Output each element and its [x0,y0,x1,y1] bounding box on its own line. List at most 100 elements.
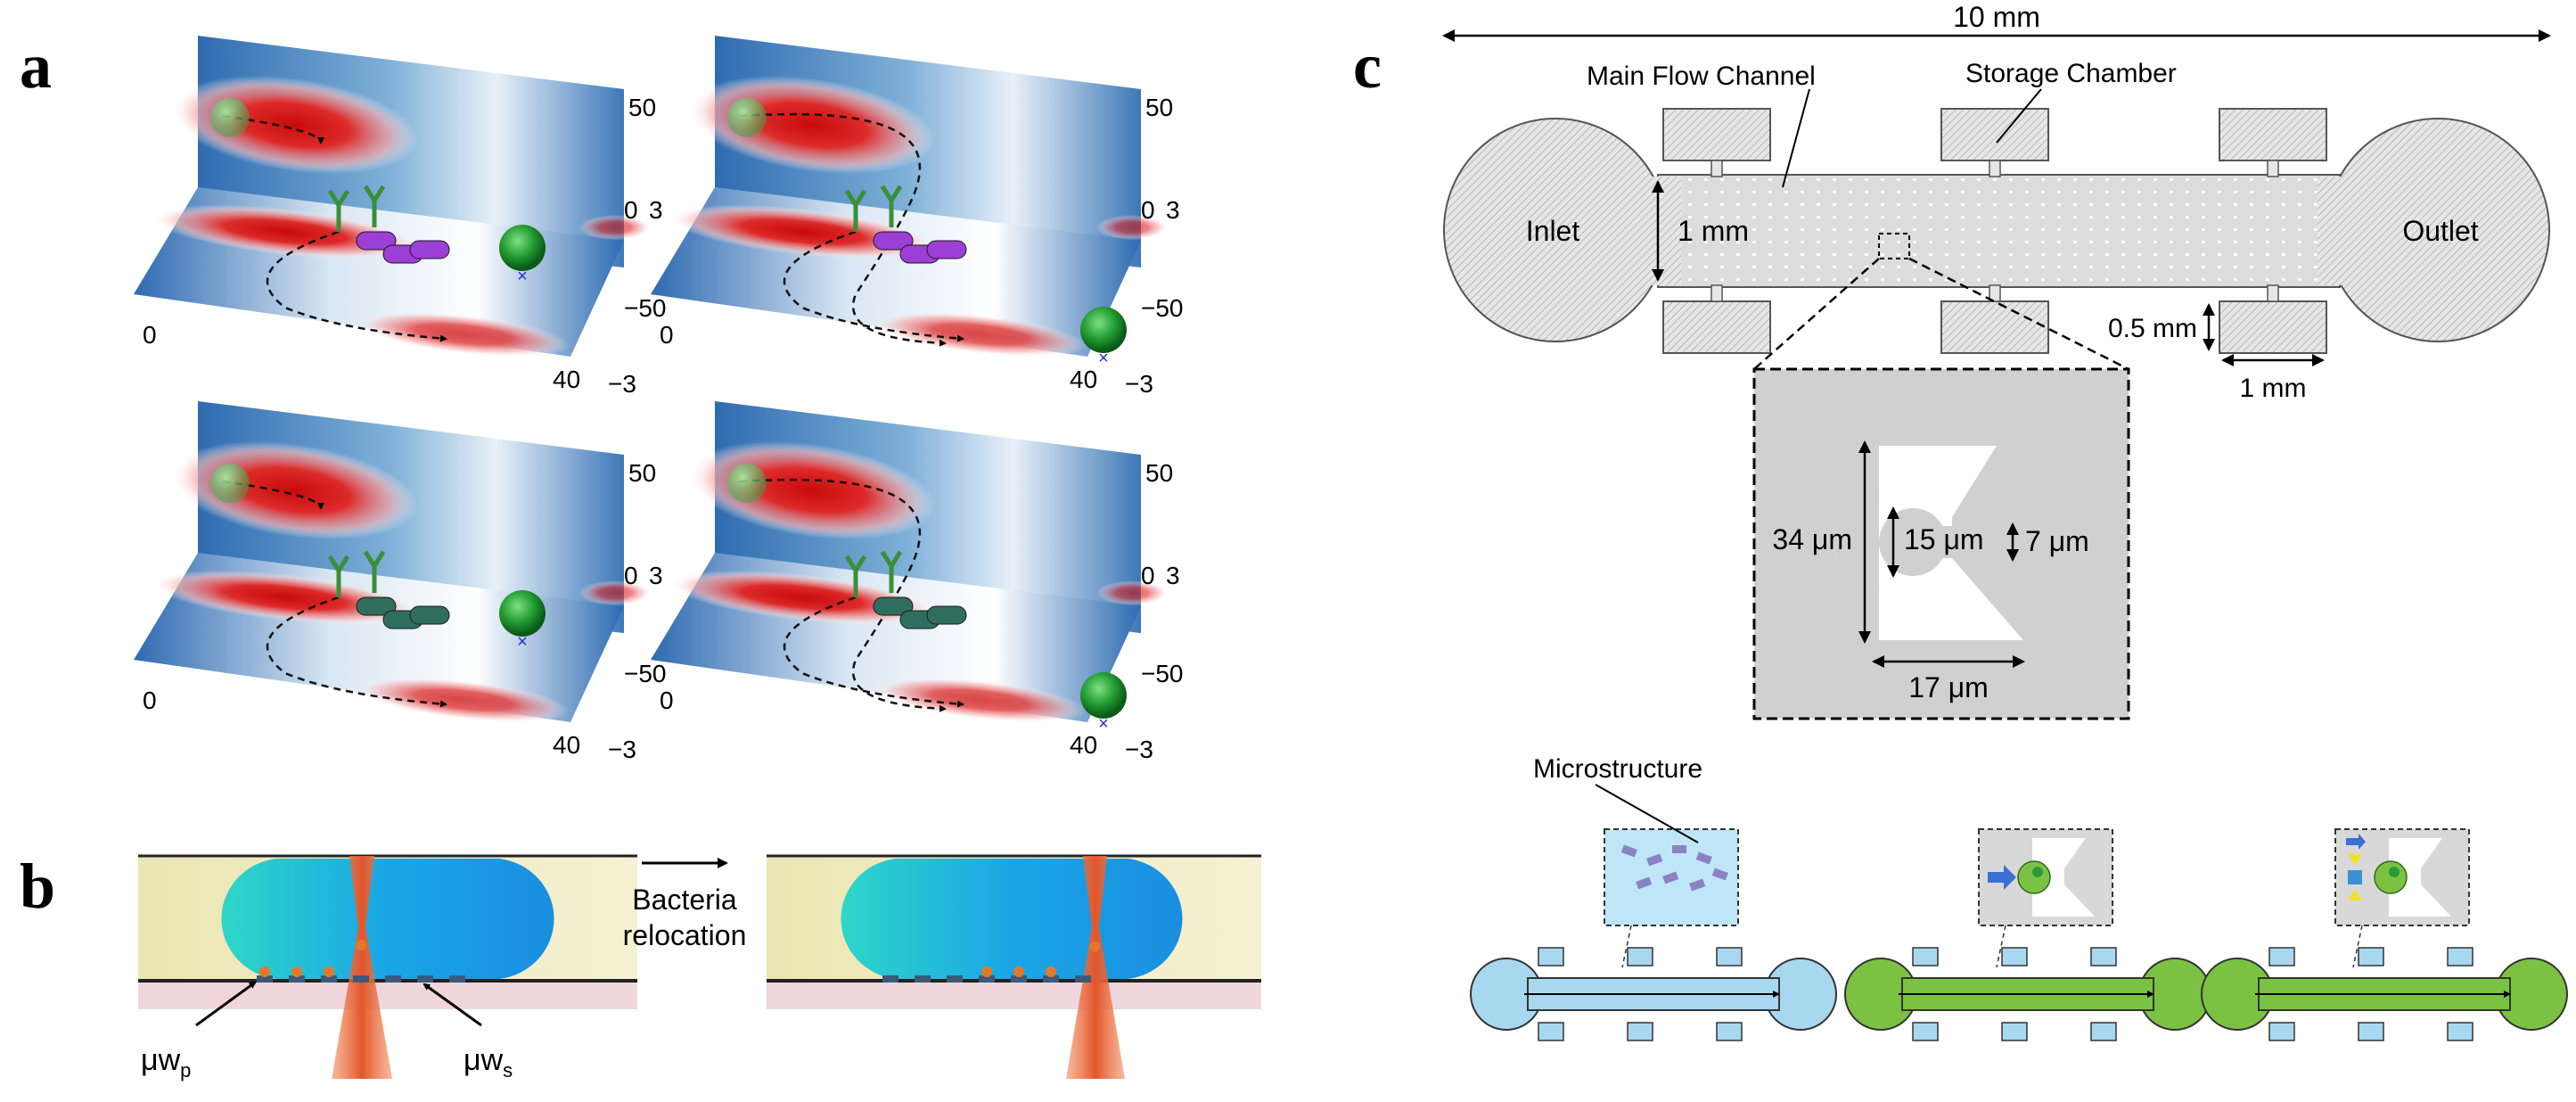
tick-depth-top: 3 [1166,196,1180,224]
storage-chambers-top [1662,108,2327,161]
bacterium [356,596,397,616]
reagent-triangle [2348,854,2362,865]
trapped-bead [2017,860,2051,894]
field-hotspot [152,570,419,625]
arrow-well-p [195,981,257,1027]
panel-b: μwp μws Bacteria relocation [138,854,1261,1081]
bacterium [409,605,450,625]
antibody [327,555,350,597]
microstructure-label: Microstructure [1533,754,1702,784]
microstructure-zoom: 34 μm 15 μm 7 μm 17 μm [1752,367,2130,720]
capture-bead [499,225,546,271]
bacterium [2032,867,2043,877]
relocation-text-2: relocation [623,919,747,951]
storage-chamber [1716,947,1743,966]
tick-depth-top: 3 [1166,562,1180,589]
trapped-bead [2374,860,2408,894]
trap-opening-label: 15 μm [1904,523,1984,555]
laser-beam [332,856,392,1079]
droplet [221,859,554,979]
tick-top: 50 [628,459,656,487]
tick-depth-top: 3 [649,196,663,224]
field-hotspot [874,311,1087,358]
storage-chamber [2090,947,2117,966]
storage-chamber [1538,1022,1564,1041]
tick-top: 50 [1145,459,1173,487]
trap-shape [2032,838,2095,917]
tick-depth-bottom: −3 [1125,736,1153,763]
storage-chambers-bottom [1662,300,2327,354]
storage-chamber-pointer [1996,88,2042,144]
tick-bottom-wall: −50 [624,294,667,322]
field-hotspot [357,677,570,723]
field-hotspot [669,204,936,259]
reagent-triangle [2348,890,2362,901]
storage-chamber [2447,1022,2473,1041]
bead-faint [210,464,250,503]
field-hotspot [579,215,651,240]
flow-direction-icon [2346,834,2366,850]
storage-chamber [2358,947,2384,966]
capture-bead [1080,672,1127,719]
tick-origin: 0 [660,321,674,349]
bacterium [873,596,914,616]
bacterium [2389,867,2400,877]
droplet-chip-before: μwp μws [138,854,637,1081]
particle-trajectory [739,112,947,347]
main-flow-channel-label: Main Flow Channel [1587,62,1816,91]
well-s-label: μws [464,1043,513,1081]
storage-chamber [1538,947,1564,966]
tick-right: 40 [1070,731,1097,759]
storage-chamber [2001,1022,2028,1041]
tick-depth-bottom: −3 [608,736,636,763]
tick-right: 40 [553,731,580,759]
micro-wells [882,975,1091,983]
tick-right: 40 [1070,366,1097,393]
bead-faint [727,98,767,137]
field-hotspot [357,311,570,358]
trap-shape [2389,838,2451,917]
chamber-connectors [1710,160,2279,302]
microstructure-pointer [1595,784,1699,843]
field-hotspot [874,677,1087,723]
field-hotspot [669,570,936,625]
storage-chamber [2268,1022,2295,1041]
panel-label-b: b [20,851,55,922]
antibody [363,550,386,593]
linker-mark: × [517,267,528,286]
tick-bottom-wall: −50 [1141,294,1184,322]
droplet [841,859,1183,979]
bead-faint [210,98,250,137]
flow-direction-icon [1988,865,2016,890]
well-p-label: μwp [141,1043,191,1081]
bacterium [926,605,967,625]
storage-chamber [1627,1022,1653,1041]
microstructure-element [1689,878,1706,892]
microstructure-element [1646,853,1663,867]
storage-chamber [2090,1022,2117,1041]
main-flow-pointer [1782,88,1810,188]
inlet-label: Inlet [1526,215,1580,247]
trap-gap-label: 7 μm [2025,525,2089,557]
workflow-step-3 [2201,828,2568,1041]
laser-beam [1066,856,1125,1079]
storage-chamber [1716,1022,1743,1041]
workflow-step-2 [1844,828,2211,1041]
storage-chamber-label: Storage Chamber [1965,59,2177,88]
tick-depth-top: 3 [649,562,663,589]
microstructure-element [1620,844,1637,858]
chamber-width-label: 1 mm [2240,374,2307,403]
particle-trajectory [222,114,324,144]
tick-depth-bottom: −3 [1125,370,1153,398]
antibody [363,185,386,227]
storage-chamber [2358,1022,2384,1041]
microstructure-element [1672,845,1686,853]
linker-mark: × [517,632,528,652]
antibody [844,555,867,597]
main-flow-channel [1657,174,2341,288]
bacteria [981,942,1100,977]
